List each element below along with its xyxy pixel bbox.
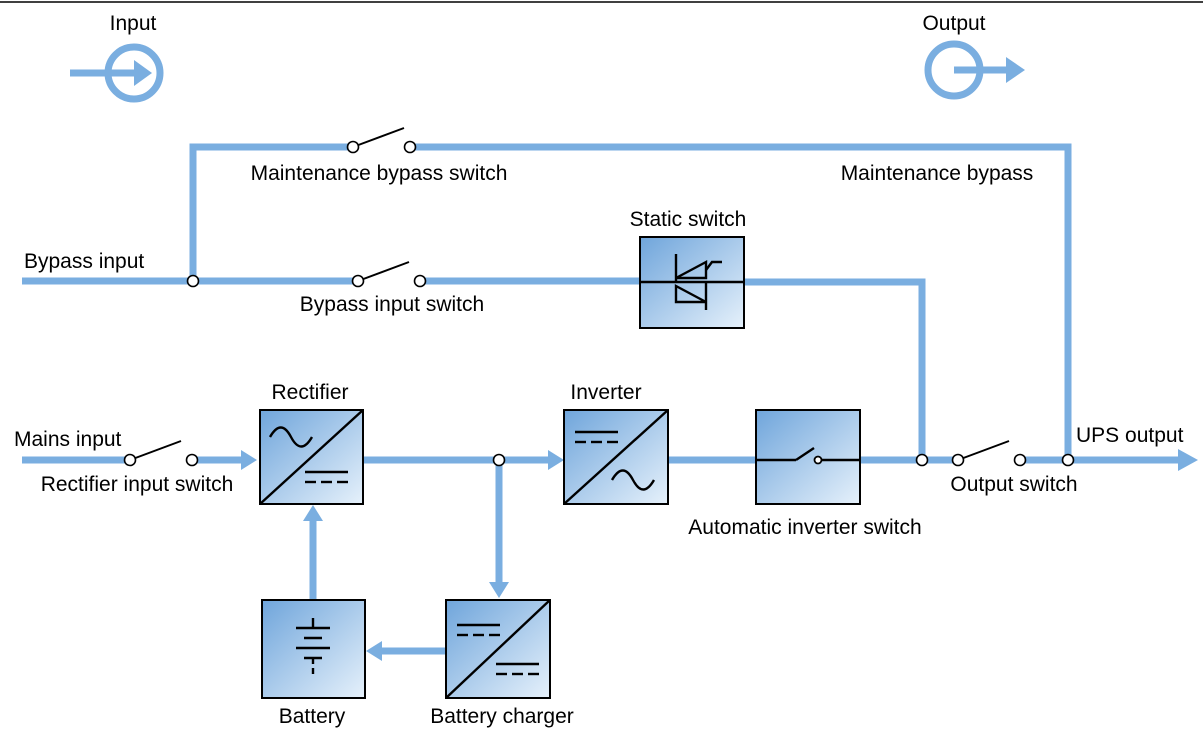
junction-nodes (123, 140, 1075, 467)
rectifier-label: Rectifier (271, 381, 348, 404)
maintenance-bypass-switch-blade (352, 127, 405, 148)
diagram-labels: Maintenance bypass switch Maintenance by… (14, 162, 1184, 728)
inverter-block (563, 409, 669, 505)
maintenance-bypass-line (189, 143, 353, 280)
input-legend: Input (70, 12, 164, 103)
bypass-input-switch-blade (357, 261, 410, 282)
maintenance-bypass-label: Maintenance bypass (841, 162, 1034, 185)
rectifier-input-switch-blade (129, 440, 182, 461)
battery-charger-block (445, 599, 551, 699)
arrow-out-of-circle-icon (924, 40, 1025, 100)
wiring (22, 143, 1198, 661)
input-legend-label: Input (110, 12, 157, 35)
battery-charger-label: Battery charger (430, 705, 574, 728)
inverter-label: Inverter (570, 381, 641, 404)
output-legend: Output (922, 12, 1025, 100)
static-switch-label: Static switch (630, 208, 747, 231)
mains-input-label: Mains input (14, 428, 122, 451)
output-switch-blade (957, 440, 1010, 461)
rectifier-input-switch-label: Rectifier input switch (41, 473, 234, 496)
output-legend-label: Output (922, 12, 985, 35)
automatic-inverter-switch-label: Automatic inverter switch (688, 516, 921, 539)
battery-label: Battery (279, 705, 346, 728)
battery-block (261, 599, 366, 699)
arrow-into-circle-icon (70, 43, 164, 103)
output-switch-label: Output switch (950, 473, 1077, 496)
automatic-inverter-switch-block (755, 409, 861, 505)
bypass-input-label: Bypass input (24, 250, 144, 273)
maintenance-bypass-switch-label: Maintenance bypass switch (251, 162, 508, 185)
rectifier-block (259, 409, 364, 505)
static-switch-block (639, 236, 745, 329)
bypass-input-switch-label: Bypass input switch (300, 293, 484, 316)
ups-output-label: UPS output (1076, 424, 1184, 447)
